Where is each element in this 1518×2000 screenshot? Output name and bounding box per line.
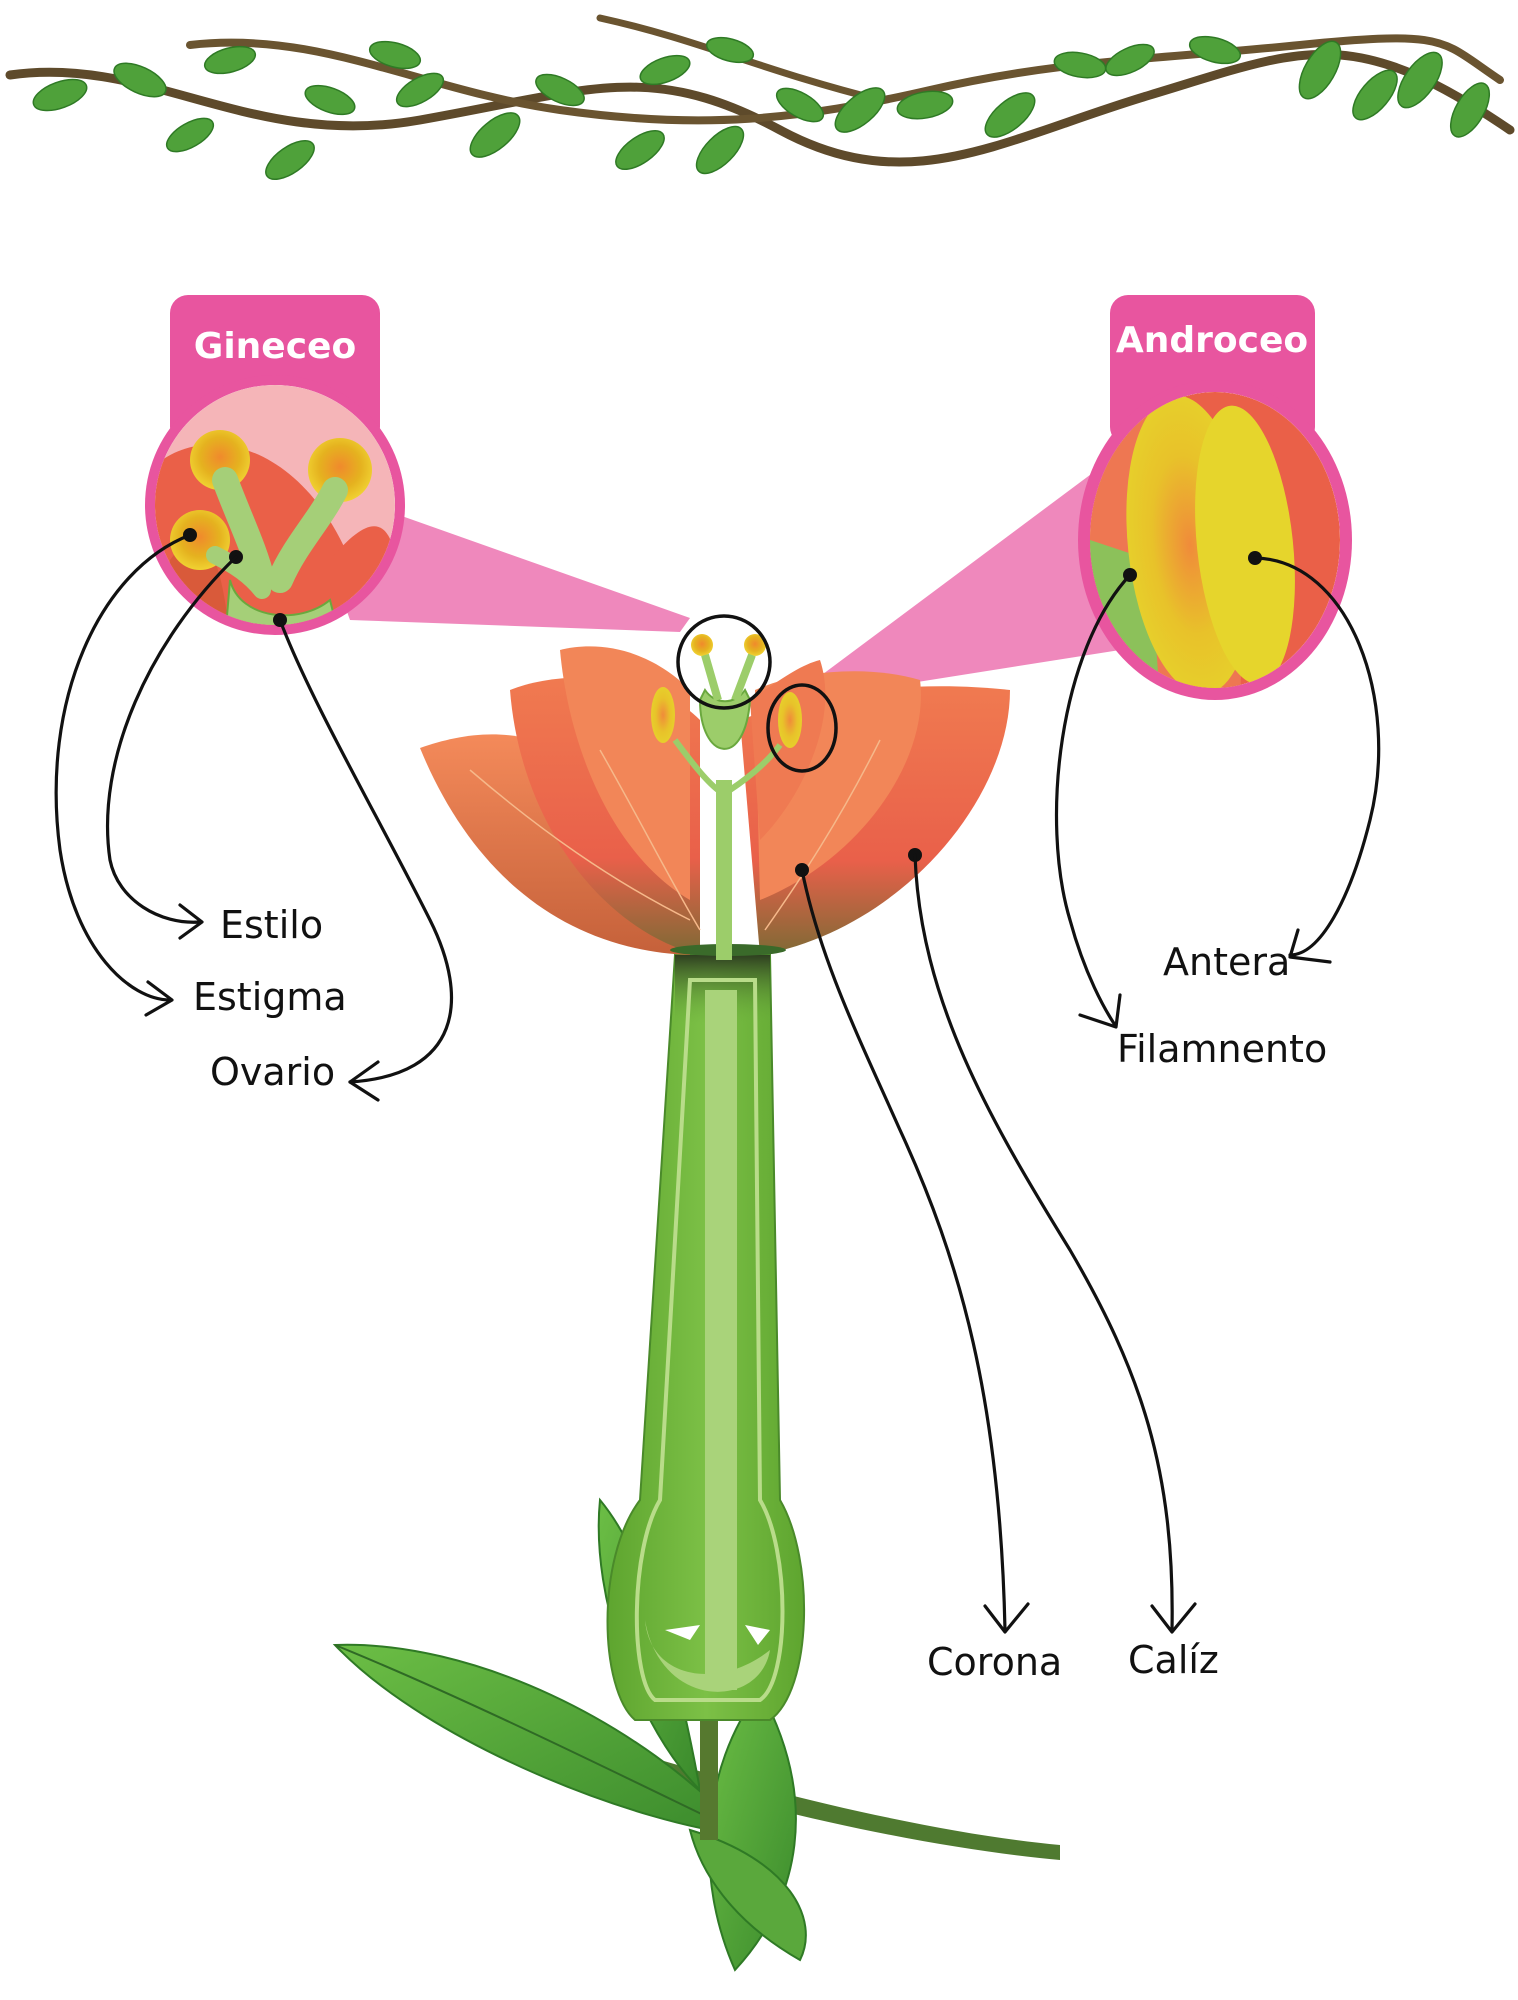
- stigma-leader-line: [56, 535, 190, 1000]
- label-calyx: Calíz: [1128, 1638, 1219, 1682]
- label-ovary: Ovario: [210, 1050, 335, 1094]
- label-stigma: Estigma: [193, 975, 347, 1019]
- stem-receptacle: [608, 955, 805, 1720]
- label-style: Estilo: [220, 903, 323, 947]
- gynoecium-highlight-circle: [678, 616, 770, 708]
- vine-decoration: [10, 18, 1510, 187]
- label-anther: Antera: [1163, 940, 1290, 984]
- gynoecium-callout: Gineceo: [145, 295, 405, 640]
- corolla-leader-line: [802, 870, 1005, 1630]
- gynoecium-title: Gineceo: [194, 326, 356, 367]
- label-corolla: Corona: [927, 1640, 1062, 1684]
- androecium-callout: Androceo: [1078, 295, 1352, 701]
- label-filament: Filamnento: [1117, 1027, 1327, 1071]
- androecium-title: Androceo: [1116, 320, 1308, 361]
- calyx-leader-line: [915, 855, 1172, 1630]
- androecium-zoom-cone: [815, 460, 1120, 695]
